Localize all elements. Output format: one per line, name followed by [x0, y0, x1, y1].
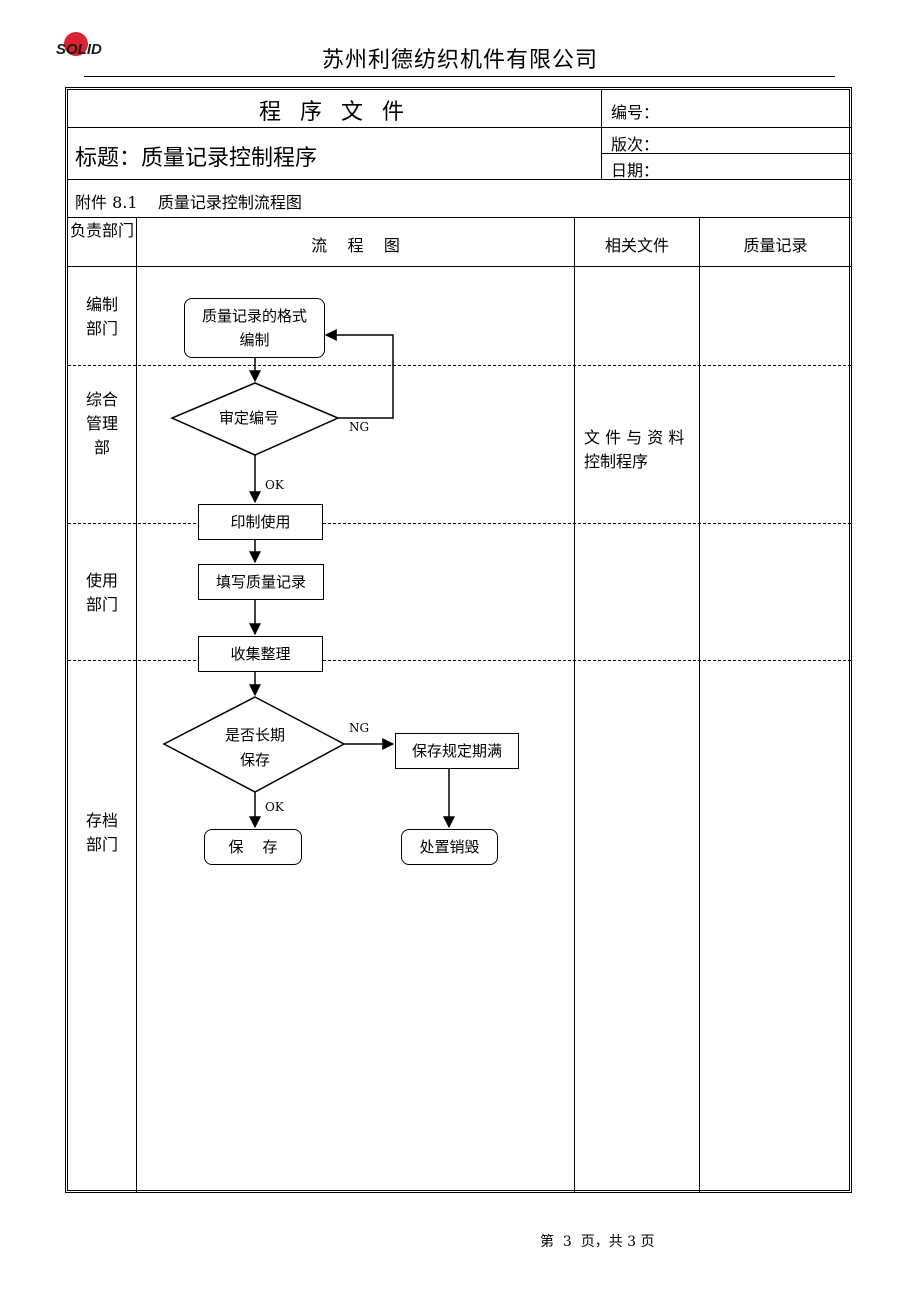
dept-admin-line2: 管理: [85, 414, 118, 433]
related-doc-line1: 文 件 与 资 料: [584, 428, 685, 447]
col-divider: [574, 217, 575, 1192]
col-divider: [136, 217, 137, 1192]
col-header-flow: 流 程 图: [311, 236, 400, 255]
flow-dispose-box: 处置销毁: [401, 829, 498, 865]
row-divider: [68, 127, 851, 128]
dept-admin-line1: 综合: [85, 390, 118, 409]
dept-use: 使用部门: [85, 571, 118, 614]
doc-type-title: 程 序 文 件: [259, 100, 410, 125]
flow-format-edit-line1: 质量记录的格式: [201, 307, 307, 325]
dept-admin-line3: 部: [93, 438, 110, 457]
flow-ng-label-1: NG: [349, 420, 370, 434]
version-label: 版次：: [611, 135, 660, 154]
dept-archive: 存档部门: [85, 811, 118, 854]
col-divider: [601, 90, 602, 179]
header-divider: [84, 76, 835, 77]
flow-format-edit-box: 质量记录的格式 编制: [184, 298, 325, 358]
doc-number-label: 编号：: [611, 103, 660, 122]
col-header-records: 质量记录: [743, 236, 808, 255]
flow-long-term-line1: 是否长期: [224, 726, 285, 744]
flow-fill-box: 填写质量记录: [198, 564, 324, 600]
related-doc-line2: 控制程序: [584, 452, 649, 471]
lane-separator: [68, 523, 851, 524]
flow-format-edit-line2: 编制: [239, 331, 270, 349]
document-frame: [65, 87, 852, 1193]
review-diamond: [170, 382, 340, 456]
doc-title: 标题：质量记录控制程序: [75, 146, 318, 171]
flow-retention-box: 保存规定期满: [395, 733, 519, 769]
row-divider: [68, 266, 851, 267]
attachment-title: 附件 8.1 质量记录控制流程图: [75, 193, 302, 212]
col-header-responsible: 负责部门: [69, 221, 134, 240]
flow-ok-label-2: OK: [265, 800, 284, 814]
row-divider: [601, 153, 851, 154]
flow-long-term-line2: 保存: [239, 751, 270, 769]
company-logo: SOLID: [52, 28, 132, 72]
col-divider: [699, 217, 700, 1192]
company-name: 苏州利德纺织机件有限公司: [321, 48, 598, 73]
flow-print-box: 印制使用: [198, 504, 323, 540]
col-header-related-docs: 相关文件: [604, 236, 669, 255]
lane-separator: [68, 660, 851, 661]
flow-ok-label-1: OK: [265, 478, 284, 492]
flow-collect-box: 收集整理: [198, 636, 323, 672]
svg-text:SOLID: SOLID: [56, 41, 102, 58]
row-divider: [68, 217, 851, 218]
long-term-diamond: [162, 696, 346, 793]
dept-edit: 编制部门: [85, 295, 118, 338]
lane-separator: [68, 365, 851, 366]
flow-ng-label-2: NG: [349, 721, 370, 735]
flow-review-label: 审定编号: [219, 409, 280, 427]
flow-keep-box: 保 存: [204, 829, 302, 865]
date-label: 日期：: [611, 161, 660, 180]
row-divider: [68, 179, 851, 180]
page-number: 第 3 页，共 3 页: [540, 1234, 655, 1250]
